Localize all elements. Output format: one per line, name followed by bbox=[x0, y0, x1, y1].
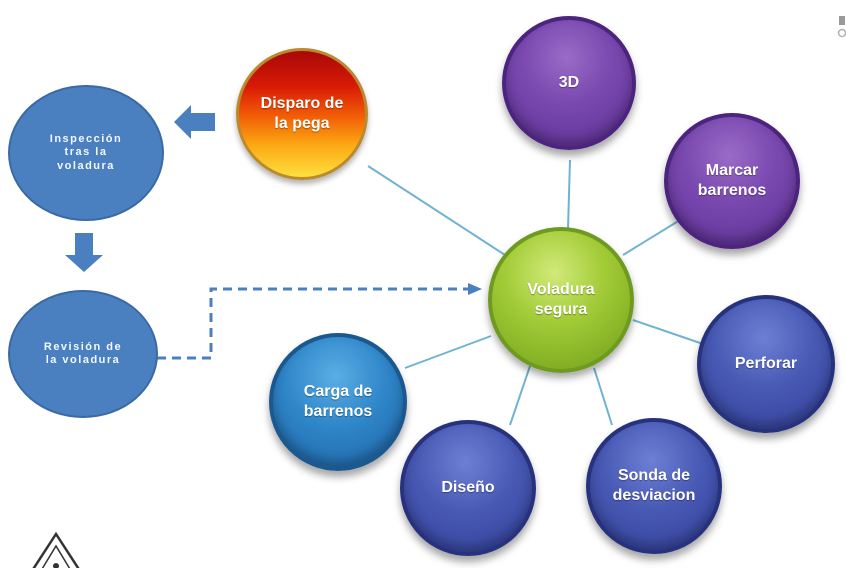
node-carga-de-barrenos-label: Carga de barrenos bbox=[303, 383, 373, 420]
node-3d: 3D bbox=[502, 16, 636, 150]
connector-3d bbox=[567, 159, 571, 230]
connector-marcar bbox=[622, 219, 681, 256]
connector-disparo bbox=[367, 165, 506, 256]
node-disparo-de-la-pega: Disparo de la pega bbox=[236, 48, 368, 180]
node-disparo-de-la-pega-label: Disparo de la pega bbox=[260, 95, 344, 132]
connector-sonda bbox=[593, 367, 613, 426]
connector-perforar bbox=[632, 319, 707, 346]
node-revision-de-la-voladura: Revisión de la voladura bbox=[8, 290, 158, 418]
node-inspeccion-tras-la-voladura: Inspección tras la voladura bbox=[8, 85, 164, 221]
dashed-flow-arrow bbox=[157, 283, 482, 360]
node-revision-label: Revisión de la voladura bbox=[43, 340, 123, 366]
center-node-label: Voladura segura bbox=[527, 281, 595, 318]
node-sonda-de-desviacion-label: Sonda de desviacion bbox=[612, 467, 696, 504]
left-arrow-icon bbox=[174, 105, 215, 139]
down-arrow-icon bbox=[65, 233, 103, 272]
node-diseno: Diseño bbox=[400, 420, 536, 556]
node-perforar-label: Perforar bbox=[734, 355, 798, 373]
corner-mark-icon bbox=[837, 16, 846, 38]
node-marcar-barrenos-label: Marcar barrenos bbox=[697, 162, 767, 199]
warning-triangle-icon bbox=[32, 531, 80, 568]
node-carga-de-barrenos: Carga de barrenos bbox=[269, 333, 407, 471]
node-perforar: Perforar bbox=[697, 295, 835, 433]
center-node: Voladura segura bbox=[488, 227, 634, 373]
node-marcar-barrenos: Marcar barrenos bbox=[664, 113, 800, 249]
connector-diseno bbox=[509, 365, 531, 426]
node-3d-label: 3D bbox=[558, 74, 580, 92]
node-diseno-label: Diseño bbox=[441, 479, 495, 497]
node-inspeccion-label: Inspección tras la voladura bbox=[49, 132, 123, 172]
node-sonda-de-desviacion: Sonda de desviacion bbox=[586, 418, 722, 554]
connector-carga bbox=[404, 335, 492, 369]
